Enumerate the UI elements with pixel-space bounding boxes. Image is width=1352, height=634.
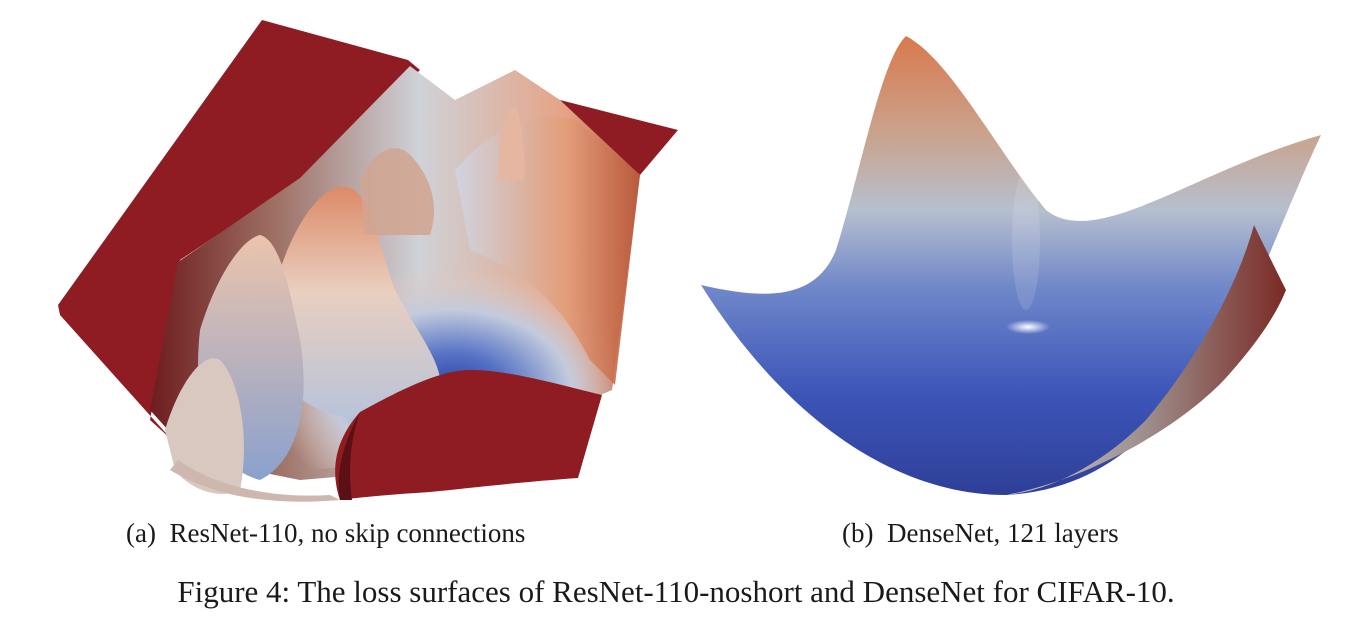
subcaption-b-label: (b)	[842, 518, 874, 548]
surface-front-lip	[170, 460, 340, 502]
peak-front-left	[165, 358, 244, 494]
figure-caption-text: The loss surfaces of ResNet-110-noshort …	[297, 574, 1175, 609]
figure-number: Figure 4:	[177, 574, 291, 609]
subcaption-a: (a) ResNet-110, no skip connections	[126, 518, 525, 549]
panel-a-resnet-surface	[0, 0, 700, 520]
peak-back	[360, 148, 434, 235]
panel-b-densenet-surface	[676, 0, 1352, 520]
resnet-loss-surface-plot	[58, 20, 678, 502]
red-flap-shadow	[338, 412, 360, 500]
subcaption-a-label: (a)	[126, 518, 156, 548]
subcaption-a-title: ResNet-110, no skip connections	[169, 518, 526, 548]
red-plateau-right	[560, 100, 678, 175]
peak-center	[280, 186, 441, 421]
bowl-highlight	[1006, 320, 1050, 334]
bowl-right-wall	[1006, 225, 1286, 495]
peak-spike	[498, 106, 525, 180]
red-plateau-left	[58, 20, 420, 440]
figure-caption: Figure 4: The loss surfaces of ResNet-11…	[0, 574, 1352, 610]
red-flap-front	[335, 370, 602, 500]
densenet-loss-surface-plot	[701, 36, 1321, 495]
surface-right-slope	[455, 116, 640, 385]
subcaption-b-title: DenseNet, 121 layers	[886, 518, 1119, 548]
bowl-sheen	[1012, 170, 1040, 310]
subcaption-b: (b) DenseNet, 121 layers	[842, 518, 1119, 549]
bowl-surface	[701, 36, 1321, 495]
